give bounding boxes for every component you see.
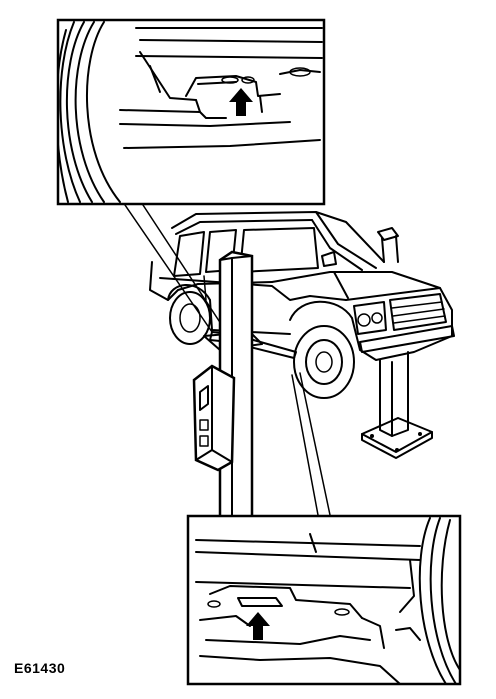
leader-line-top-2 xyxy=(142,204,226,331)
leader-line-bottom-2 xyxy=(299,372,331,516)
jacking-point-top xyxy=(185,75,281,97)
front-wheel xyxy=(293,325,355,399)
arrow-up-icon xyxy=(246,612,270,640)
console-button[interactable] xyxy=(199,419,209,431)
detail-callout-top xyxy=(56,18,326,206)
vehicle-bonnet xyxy=(271,271,441,289)
rear-wheel xyxy=(169,291,211,345)
headlamp xyxy=(353,301,387,335)
callout-frame-bottom xyxy=(186,514,462,686)
console-display xyxy=(199,385,209,411)
leader-line-bottom xyxy=(291,374,319,516)
lift-control-console[interactable] xyxy=(192,364,236,472)
leader-line-top xyxy=(124,204,213,333)
vehicle-grille xyxy=(389,293,447,331)
rear-lift-post xyxy=(361,227,433,459)
arrow-up-icon xyxy=(229,88,253,116)
figure-reference-code: E61430 xyxy=(14,660,66,676)
console-button[interactable] xyxy=(199,435,209,447)
detail-callout-bottom xyxy=(186,514,462,686)
front-bumper xyxy=(359,325,455,353)
vehicle-front-fascia xyxy=(345,287,453,337)
jacking-point-bottom xyxy=(209,585,363,619)
vehicle-windscreen xyxy=(315,211,377,269)
rear-side-window xyxy=(173,231,205,277)
